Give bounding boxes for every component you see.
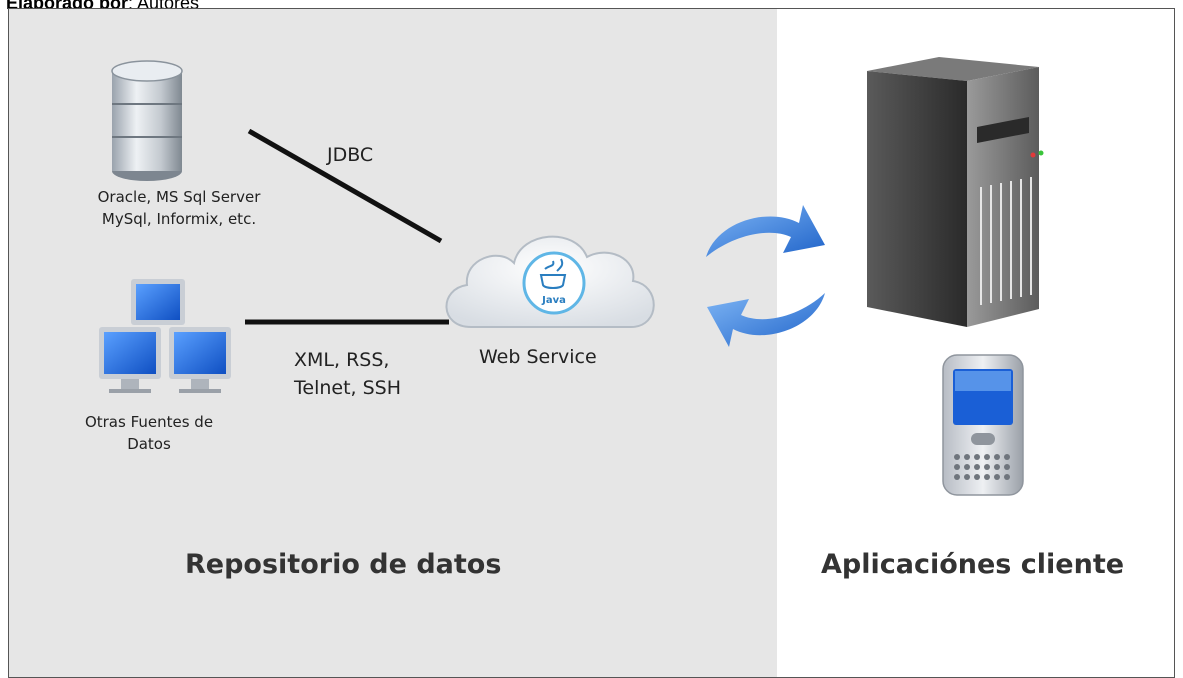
diagram-canvas: Java bbox=[99, 57, 1044, 496]
jdbc-connection-line bbox=[247, 128, 443, 244]
jdbc-label: JDBC bbox=[327, 144, 374, 166]
diagram-frame: Java bbox=[8, 8, 1175, 678]
protocols-label: XML, RSS, Telnet, SSH bbox=[294, 346, 401, 402]
protocols-label-line1: XML, RSS, bbox=[294, 349, 390, 371]
database-label-line2: MySql, Informix, etc. bbox=[101, 210, 257, 228]
other-sources-label-line1: Otras Fuentes de bbox=[84, 413, 214, 431]
repository-title: Repositorio de datos bbox=[185, 549, 502, 580]
web-service-label: Web Service bbox=[479, 346, 597, 368]
database-icon bbox=[111, 60, 183, 181]
server-tower-icon bbox=[867, 57, 1044, 327]
sync-arrows-icon bbox=[706, 205, 825, 347]
cloud-java-icon: Java bbox=[445, 235, 655, 328]
other-sources-label-line2: Datos bbox=[127, 435, 171, 453]
java-icon-text: Java bbox=[541, 295, 566, 306]
other-sources-label: Otras Fuentes de Datos bbox=[79, 411, 219, 455]
monitors-icon bbox=[99, 279, 231, 393]
protocols-label-line2: Telnet, SSH bbox=[294, 377, 402, 399]
clients-title: Aplicaciónes cliente bbox=[821, 549, 1125, 580]
database-label: Oracle, MS Sql Server MySql, Informix, e… bbox=[79, 186, 279, 230]
database-label-line1: Oracle, MS Sql Server bbox=[97, 188, 261, 206]
smartphone-icon bbox=[942, 354, 1024, 496]
